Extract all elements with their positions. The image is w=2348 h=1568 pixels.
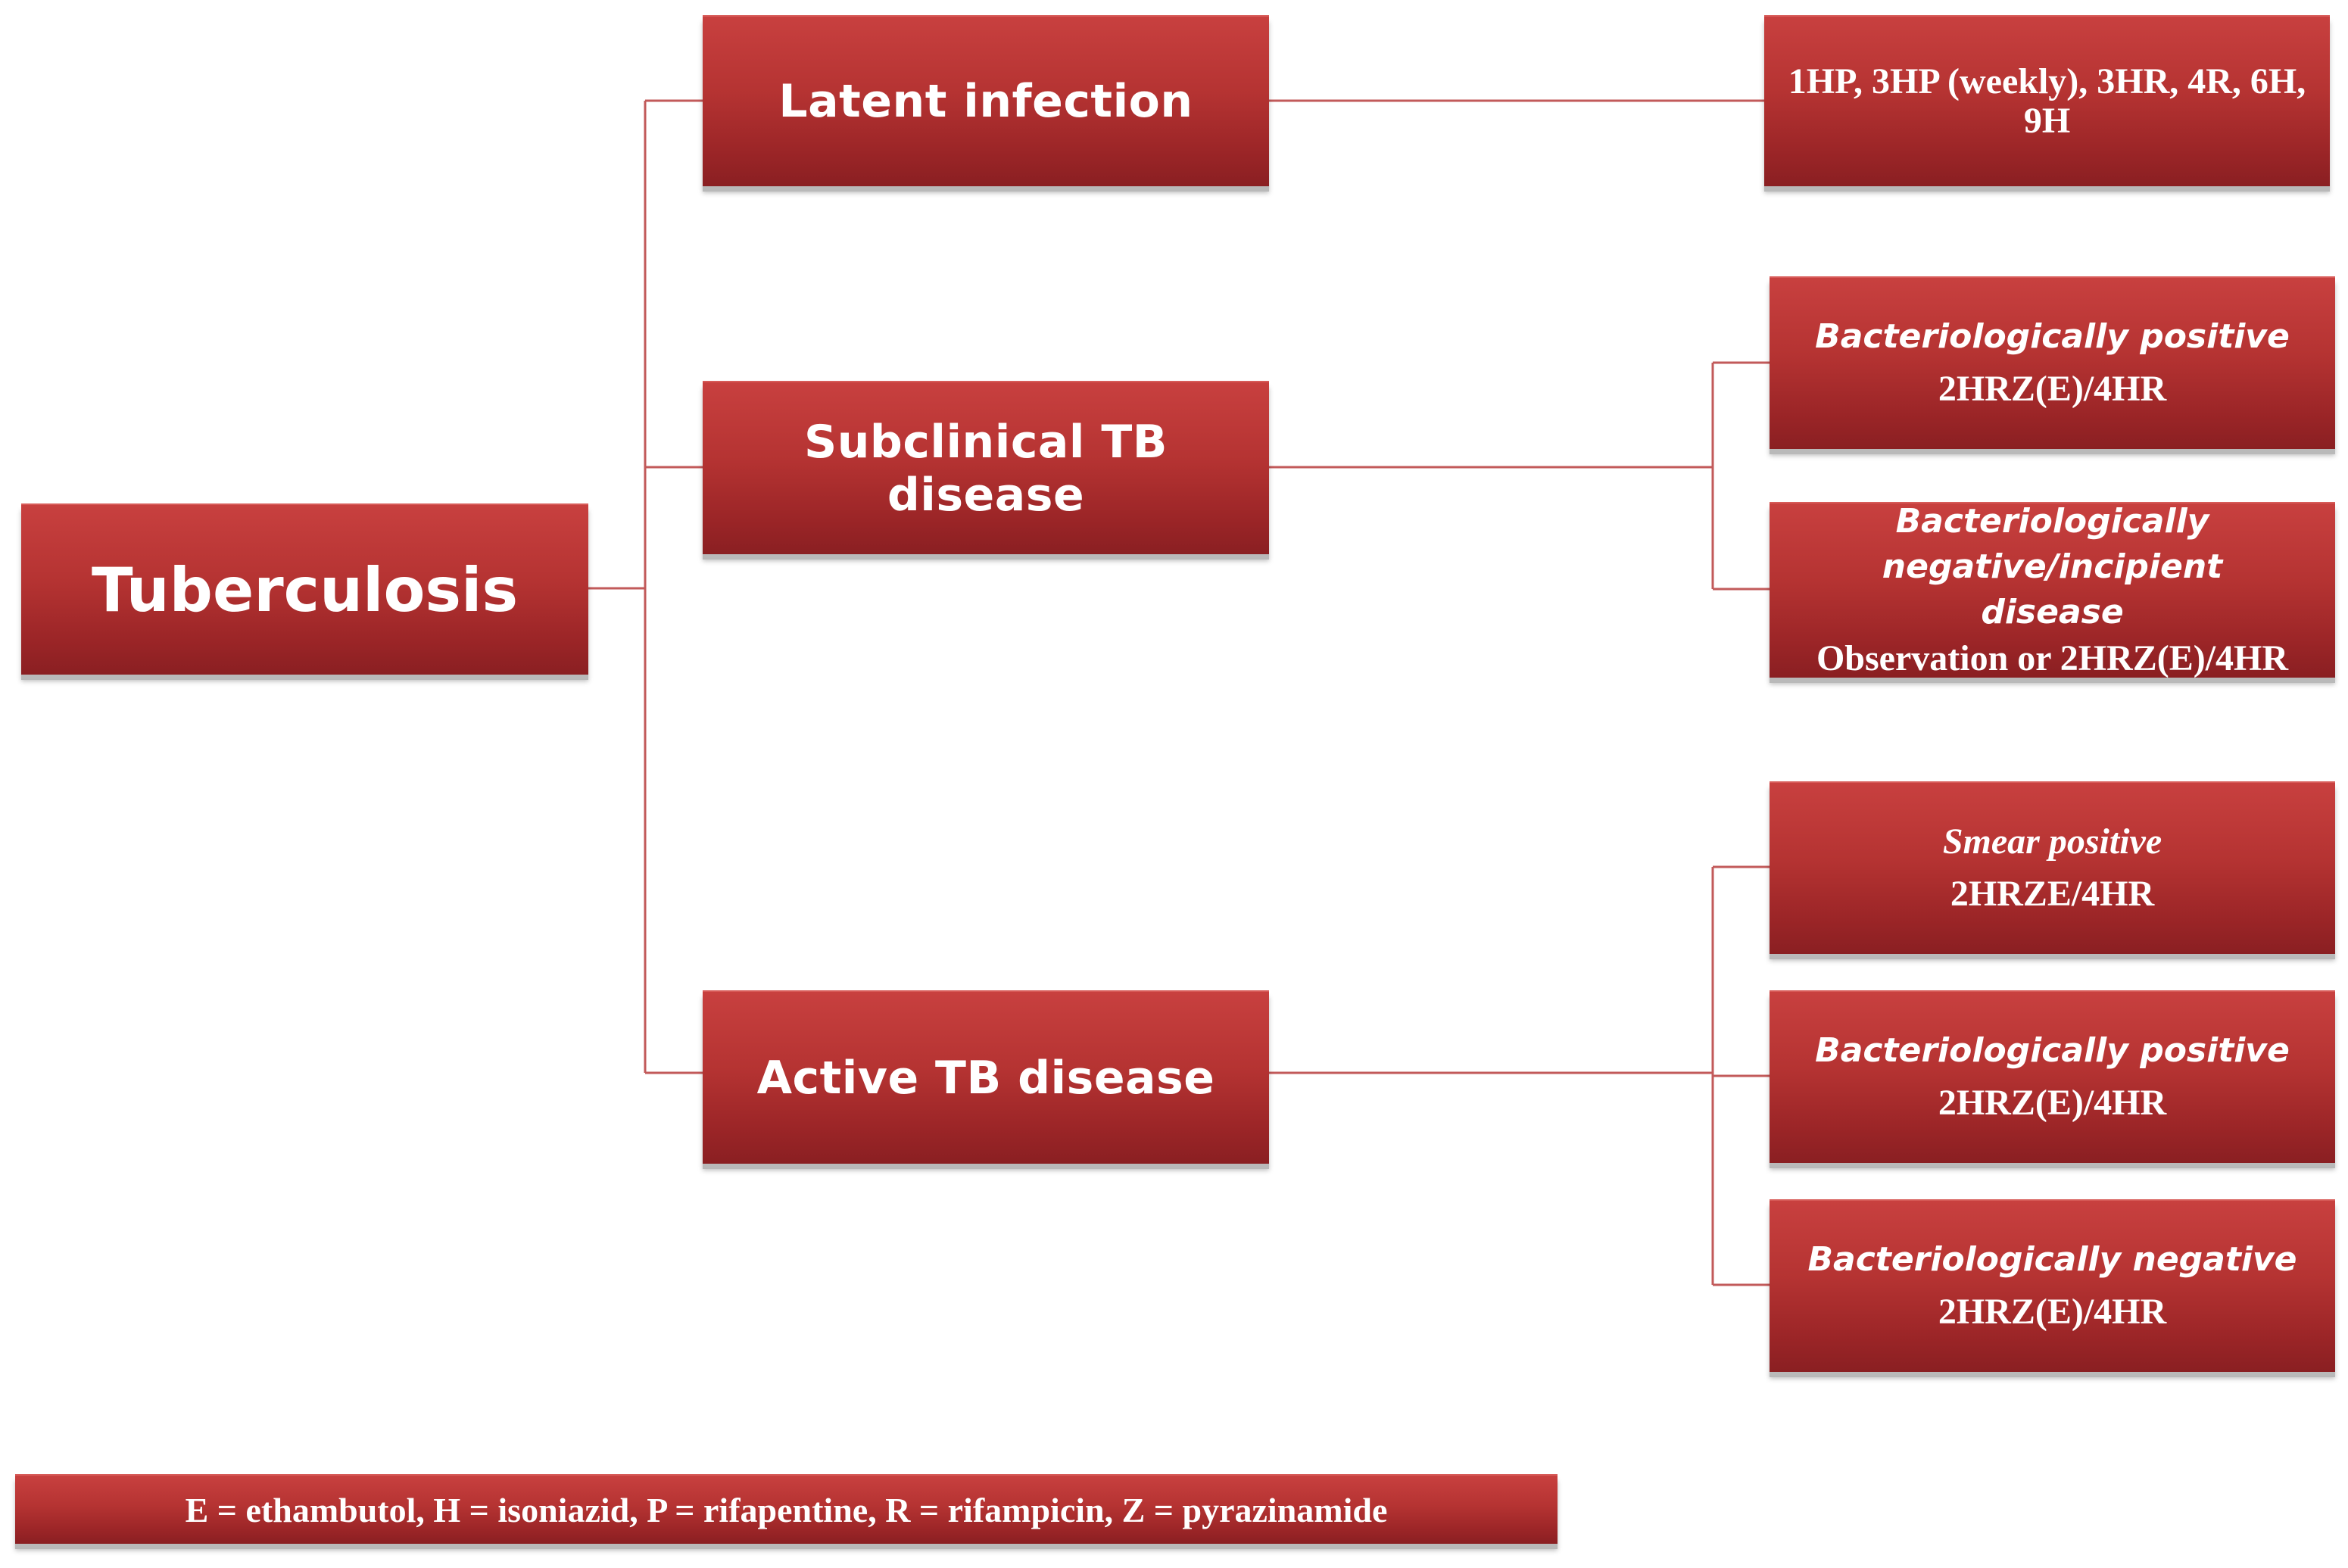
regimen-text: Observation or 2HRZ(E)/4HR bbox=[1816, 638, 2289, 678]
category-latent-infection: Latent infection bbox=[703, 15, 1269, 186]
regimen-text: 2HRZ(E)/4HR bbox=[1938, 1292, 2167, 1332]
regimen-active-bact-positive: Bacteriologically positive 2HRZ(E)/4HR bbox=[1770, 990, 2335, 1163]
category-active-tb: Active TB disease bbox=[703, 990, 1269, 1164]
regimen-active-smear-positive: Smear positive 2HRZE/4HR bbox=[1770, 781, 2335, 954]
regimen-text: 2HRZE/4HR bbox=[1950, 874, 2155, 914]
category-label: Subclinical TB disease bbox=[803, 415, 1168, 522]
category-label: Active TB disease bbox=[756, 1051, 1215, 1105]
regimen-heading: Bacteriologically negative/incipient dis… bbox=[1882, 502, 2223, 631]
abbreviation-legend: E = ethambutol, H = isoniazid, P = rifap… bbox=[15, 1474, 1558, 1544]
root-node: Tuberculosis bbox=[21, 503, 588, 675]
regimen-text: 2HRZ(E)/4HR bbox=[1938, 1083, 2167, 1123]
legend-text: E = ethambutol, H = isoniazid, P = rifap… bbox=[185, 1490, 1388, 1529]
category-subclinical-tb: Subclinical TB disease bbox=[703, 381, 1269, 554]
category-label: Latent infection bbox=[778, 75, 1193, 128]
regimen-heading: Bacteriologically positive bbox=[1815, 1031, 2290, 1070]
regimen-subclinical-bact-negative: Bacteriologically negative/incipient dis… bbox=[1770, 502, 2335, 678]
root-label: Tuberculosis bbox=[91, 554, 519, 625]
regimen-heading: Bacteriologically negative bbox=[1807, 1240, 2297, 1279]
regimen-active-bact-negative: Bacteriologically negative 2HRZ(E)/4HR bbox=[1770, 1199, 2335, 1372]
regimen-heading: Smear positive bbox=[1942, 821, 2162, 862]
regimen-heading: Bacteriologically positive bbox=[1815, 317, 2290, 356]
regimen-subclinical-bact-positive: Bacteriologically positive 2HRZ(E)/4HR bbox=[1770, 276, 2335, 449]
regimen-latent: 1HP, 3HP (weekly), 3HR, 4R, 6H, 9H bbox=[1764, 15, 2330, 186]
regimen-text: 2HRZ(E)/4HR bbox=[1938, 369, 2167, 409]
regimen-text: 1HP, 3HP (weekly), 3HR, 4R, 6H, 9H bbox=[1788, 61, 2306, 141]
